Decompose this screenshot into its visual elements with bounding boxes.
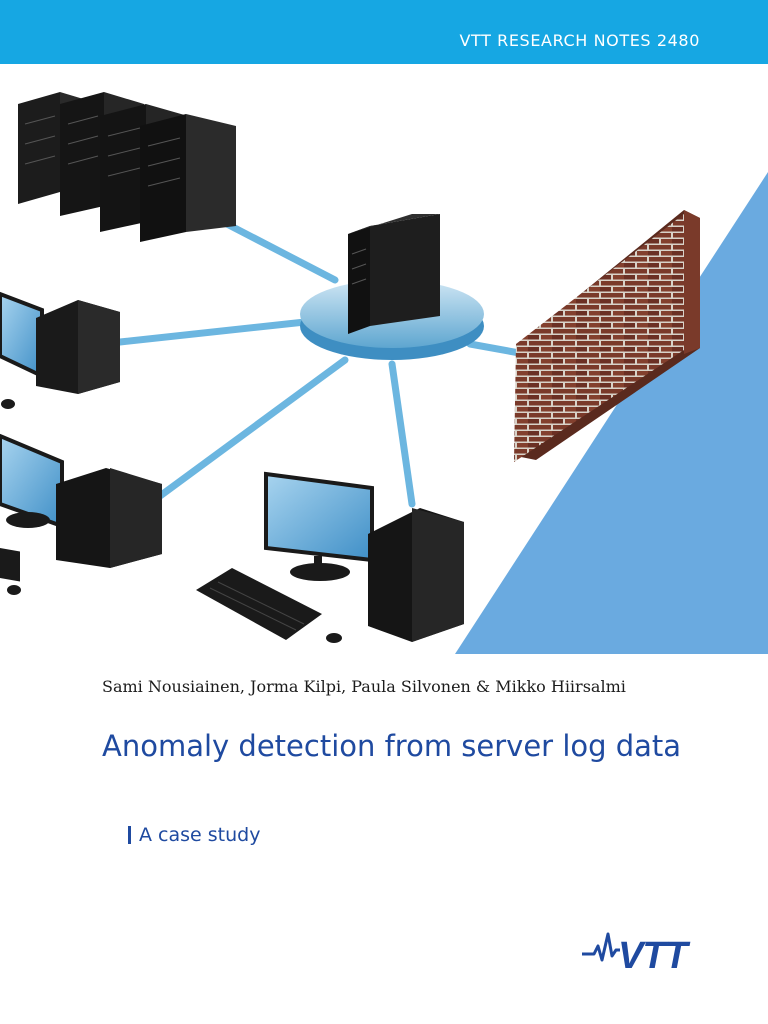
workstation-1 (0, 291, 120, 409)
workstation-2 (0, 433, 162, 595)
series-label: VTT RESEARCH NOTES 2480 (459, 31, 700, 50)
logo-text: VTT (618, 935, 691, 972)
logo-wave-icon (582, 932, 620, 962)
keyboard-icon (0, 544, 20, 582)
authors-line: Sami Nousiainen, Jorma Kilpi, Paula Silv… (102, 677, 626, 696)
report-title: Anomaly detection from server log data (102, 729, 682, 763)
network-cables (116, 206, 529, 508)
subtitle-marker (128, 826, 131, 844)
keyboard-icon (196, 568, 322, 640)
report-subtitle: A case study (128, 824, 260, 846)
monitor-icon (0, 291, 44, 380)
workstation-3 (196, 471, 464, 643)
server-rack-icon (18, 92, 236, 242)
monitor-icon (264, 471, 374, 563)
blue-triangle-shape (455, 172, 768, 654)
subtitle-text: A case study (139, 824, 261, 846)
header-bar: VTT RESEARCH NOTES 2480 (0, 0, 768, 64)
mouse-icon (326, 633, 342, 643)
mouse-icon (7, 585, 21, 595)
vtt-logo: VTT (582, 932, 692, 972)
network-illustration (0, 92, 768, 654)
server-tower-icon (348, 214, 440, 334)
mouse-icon (1, 399, 15, 409)
firewall-brick-wall-icon (514, 210, 700, 462)
